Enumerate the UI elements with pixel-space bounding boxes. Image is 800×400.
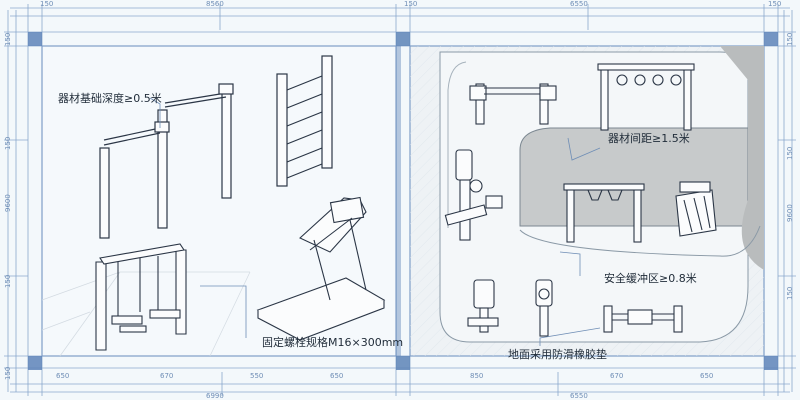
dim-bottom-total-right: 6550	[570, 392, 588, 400]
dim-top-2: 150	[404, 0, 418, 8]
dim-bottom-total-left: 6990	[206, 392, 224, 400]
dim-bottom-3: 650	[330, 372, 344, 380]
callout-foundation-depth: 器材基础深度≥0.5米	[58, 92, 162, 105]
dim-top-4: 150	[768, 0, 782, 8]
leg-press-equipment	[467, 279, 499, 333]
dim-top-0: 150	[40, 0, 54, 8]
stretching-bar-equipment	[603, 305, 683, 333]
dim-bottom-2: 550	[250, 372, 264, 380]
callout-equipment-spacing: 器材间距≥1.5米	[608, 132, 690, 145]
parallel-bars-equipment	[469, 83, 557, 125]
dim-bottom-0: 650	[56, 372, 70, 380]
waist-twister-equipment	[535, 279, 553, 337]
dim-right-0: 150	[786, 32, 794, 46]
dim-left-4: 150	[4, 366, 12, 380]
dim-bottom-5: 670	[610, 372, 624, 380]
air-walker-equipment	[95, 243, 187, 351]
dim-left-0: 150	[4, 32, 12, 46]
seated-press-equipment	[675, 181, 717, 237]
dim-right-3: 150	[786, 286, 794, 300]
callout-bolt-spec: 固定螺栓规格M16×300mm	[262, 336, 404, 349]
right-site-plan	[410, 46, 764, 356]
callout-anti-slip: 地面采用防滑橡胶垫	[508, 348, 607, 361]
dim-bottom-4: 850	[470, 372, 484, 380]
callout-leaders	[149, 97, 601, 346]
callout-safety-buffer: 安全缓冲区≥0.8米	[604, 272, 697, 285]
dim-left-3: 9600	[4, 194, 12, 212]
corner-column-pads	[28, 32, 778, 370]
dim-bottom-1: 670	[160, 372, 174, 380]
dim-top-1: 8560	[206, 0, 224, 8]
dim-top-3: 6550	[570, 0, 588, 8]
twister-machine-equipment	[444, 149, 503, 241]
dim-right-2: 9600	[786, 204, 794, 222]
hanging-rings-equipment	[597, 63, 695, 131]
treadmill-equipment	[256, 196, 386, 341]
hanging-handles-equipment	[563, 183, 645, 243]
dim-right-1: 150	[786, 146, 794, 160]
pull-up-bar-equipment	[99, 83, 234, 239]
wall-ladder-equipment	[276, 55, 333, 187]
dim-bottom-6: 650	[700, 372, 714, 380]
dim-left-1: 150	[4, 136, 12, 150]
dim-left-2: 150	[4, 274, 12, 288]
